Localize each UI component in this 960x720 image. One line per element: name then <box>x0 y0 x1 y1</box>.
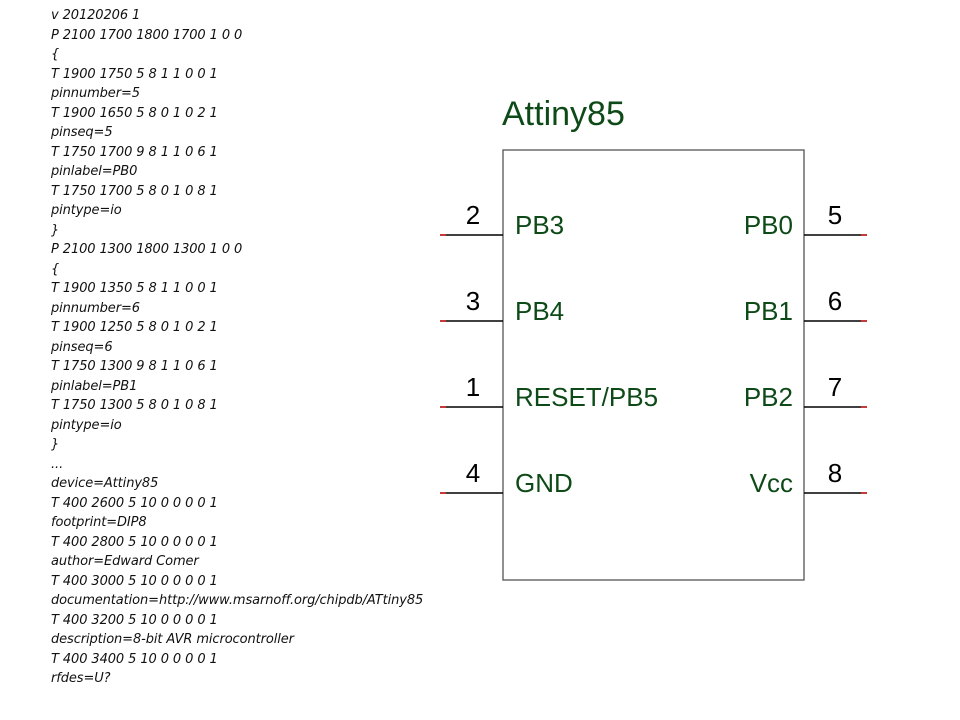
pin-label: PB1 <box>744 296 793 326</box>
pin-number: 6 <box>828 286 842 316</box>
pin-3: 3 PB4 <box>440 286 564 326</box>
pin-number: 3 <box>466 286 480 316</box>
source-line: pinseq=6 <box>51 339 113 355</box>
source-line: { <box>51 261 60 277</box>
source-line: T 1750 1700 5 8 0 1 0 8 1 <box>51 183 218 199</box>
pin-label: PB0 <box>744 210 793 240</box>
source-line: P 2100 1300 1800 1300 1 0 0 <box>51 242 243 257</box>
chip-body <box>502 149 805 581</box>
source-line: T 400 2800 5 10 0 0 0 0 1 <box>51 534 218 550</box>
symbol-title: Attiny85 <box>502 95 625 133</box>
source-line: T 400 2600 5 10 0 0 0 0 1 <box>51 495 218 511</box>
source-line: pinnumber=6 <box>51 300 140 316</box>
pin-label: RESET/PB5 <box>515 382 658 412</box>
pin-number: 5 <box>828 200 842 230</box>
pin-4: 4 GND <box>440 458 573 498</box>
source-line: device=Attiny85 <box>51 476 159 491</box>
left-pins: 2 PB3 3 PB4 1 RESET/PB5 4 GND <box>440 200 658 498</box>
source-line: pintype=io <box>51 417 122 433</box>
pin-label: Vcc <box>750 468 793 498</box>
source-line: footprint=DIP8 <box>51 515 147 530</box>
pin-label: PB2 <box>744 382 793 412</box>
source-line: T 1900 1650 5 8 0 1 0 2 1 <box>51 105 218 121</box>
source-line: ... <box>51 456 64 472</box>
pin-7: 7 PB2 <box>744 372 867 412</box>
source-line: T 400 3200 5 10 0 0 0 0 1 <box>51 612 218 628</box>
symbol-source-listing: v 20120206 1 P 2100 1700 1800 1700 1 0 0 {… <box>51 6 423 689</box>
pin-5: 5 PB0 <box>744 200 867 240</box>
source-line: T 1900 1750 5 8 1 1 0 0 1 <box>51 66 218 82</box>
source-line: } <box>51 437 60 452</box>
pin-number: 7 <box>828 372 842 402</box>
source-line: pinseq=5 <box>51 125 113 140</box>
source-line: pinnumber=5 <box>51 86 140 101</box>
source-line: rfdes=U? <box>51 671 111 686</box>
pin-label: GND <box>515 468 573 498</box>
source-line: } <box>51 222 60 238</box>
pin-number: 2 <box>466 200 480 230</box>
right-pins: 5 PB0 6 PB1 7 PB2 8 Vcc <box>744 200 867 498</box>
source-line: T 400 3000 5 10 0 0 0 0 1 <box>51 573 218 589</box>
source-line: T 1900 1250 5 8 0 1 0 2 1 <box>51 320 218 335</box>
source-line: author=Edward Comer <box>51 554 199 569</box>
source-line: pintype=io <box>51 203 122 218</box>
pin-number: 4 <box>466 458 480 488</box>
source-line: T 1750 1700 9 8 1 1 0 6 1 <box>51 144 218 160</box>
pin-number: 1 <box>466 372 480 402</box>
pin-1: 1 RESET/PB5 <box>440 372 658 412</box>
source-line: T 1900 1350 5 8 1 1 0 0 1 <box>51 281 218 296</box>
pin-6: 6 PB1 <box>744 286 867 326</box>
source-line: pinlabel=PB1 <box>51 378 138 394</box>
pin-number: 8 <box>828 458 842 488</box>
source-line: T 1750 1300 5 8 0 1 0 8 1 <box>51 398 218 413</box>
source-line: T 400 3400 5 10 0 0 0 0 1 <box>51 651 218 667</box>
source-line: { <box>51 47 60 62</box>
source-line: P 2100 1700 1800 1700 1 0 0 <box>51 27 243 43</box>
pin-label: PB3 <box>515 210 564 240</box>
source-line: documentation=http://www.msarnoff.org/ch… <box>51 593 424 608</box>
source-line: pinlabel=PB0 <box>51 164 138 179</box>
pin-8: 8 Vcc <box>750 458 867 498</box>
pin-2: 2 PB3 <box>440 200 564 240</box>
source-line: v 20120206 1 <box>51 8 141 23</box>
pin-label: PB4 <box>515 296 564 326</box>
source-line: T 1750 1300 9 8 1 1 0 6 1 <box>51 359 218 374</box>
source-line: description=8-bit AVR microcontroller <box>51 632 294 647</box>
